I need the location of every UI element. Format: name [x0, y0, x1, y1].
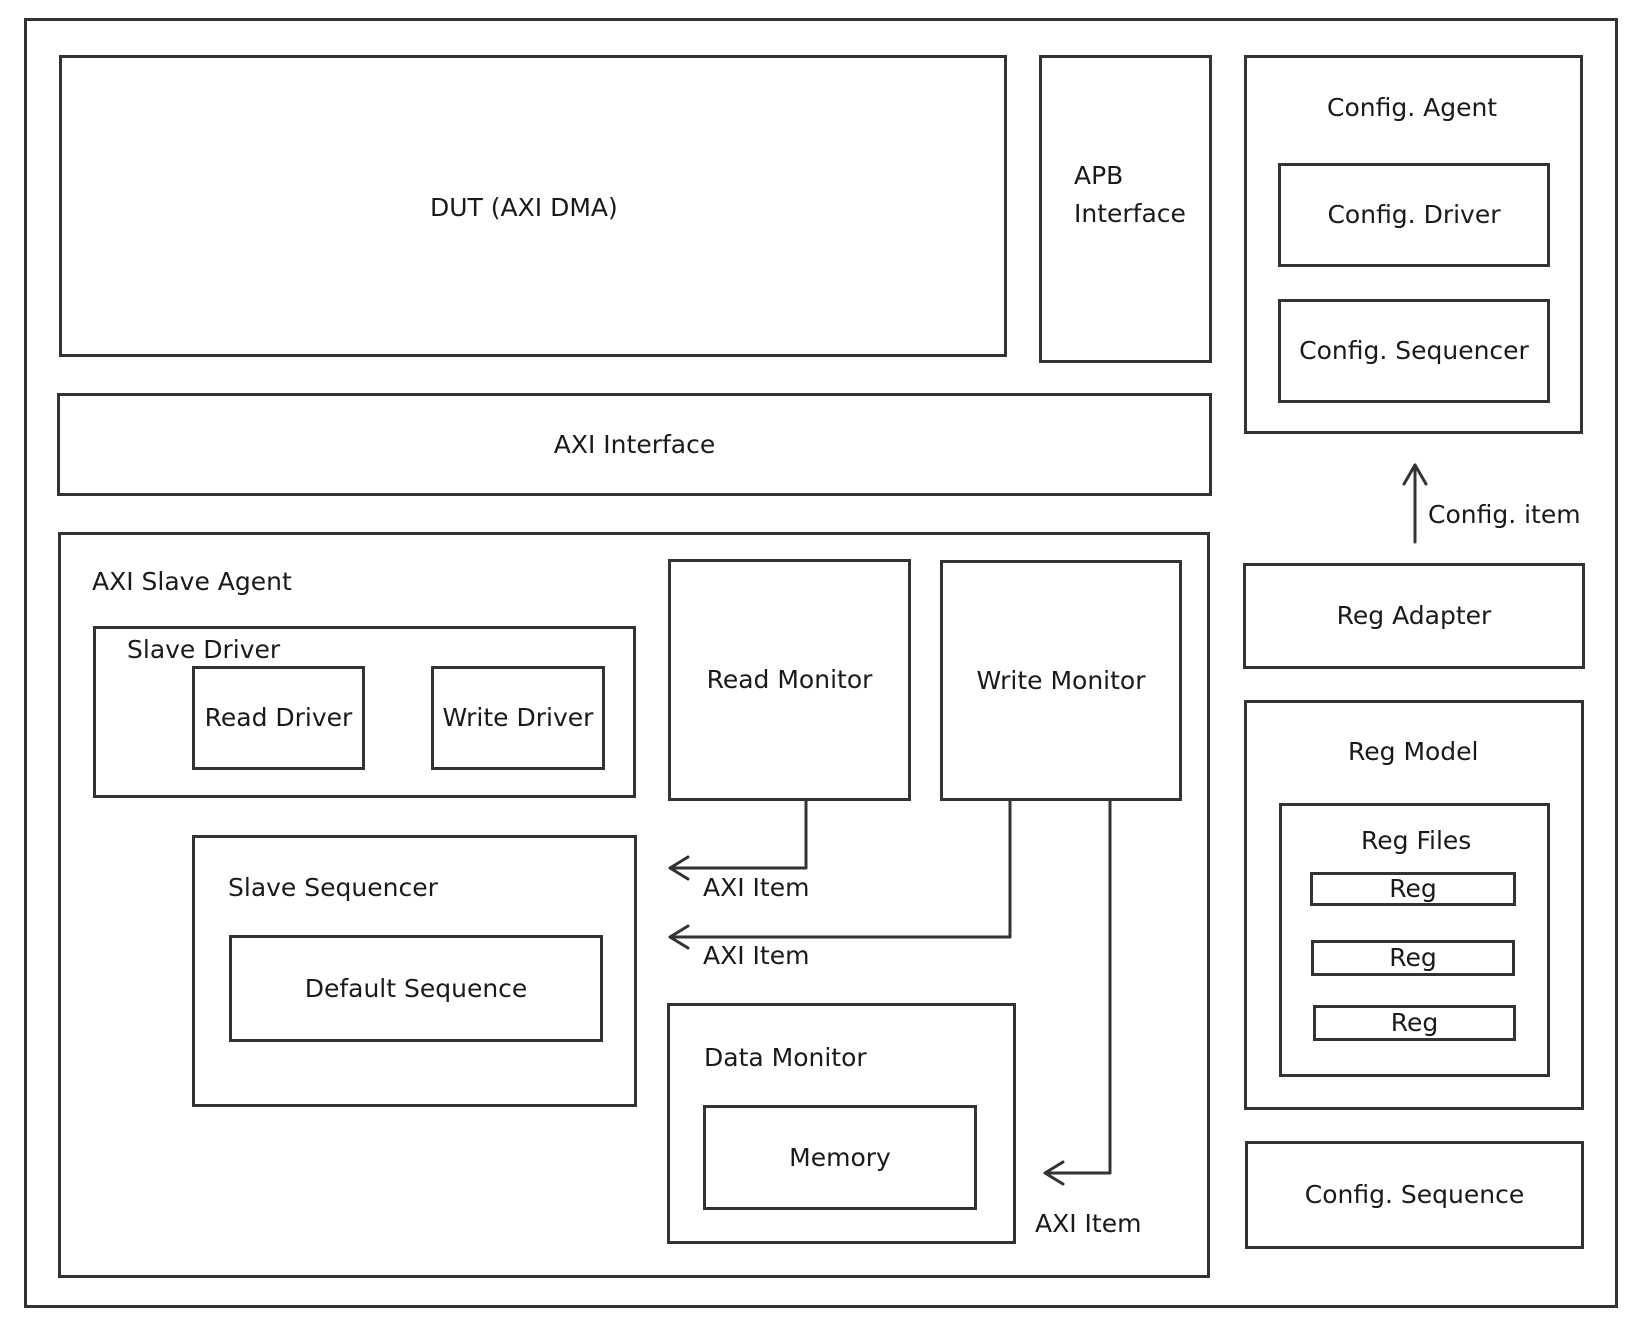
testbench-frame — [24, 18, 1618, 1308]
axi-interface-block: AXI Interface — [57, 393, 1212, 496]
slave-driver-block — [93, 626, 636, 798]
config-sequence-label: Config. Sequence — [1304, 1180, 1525, 1209]
config-driver-label: Config. Driver — [1327, 200, 1501, 229]
data-monitor-label: Data Monitor — [704, 1043, 867, 1072]
read-monitor-block: Read Monitor — [668, 559, 911, 801]
reg-files-label: Reg Files — [1361, 826, 1472, 855]
reg-label: Reg — [1389, 874, 1437, 903]
axi-slave-agent-block — [58, 532, 1210, 1278]
reg-model-label: Reg Model — [1348, 737, 1479, 766]
default-sequence-block: Default Sequence — [229, 935, 603, 1042]
config-sequencer-block: Config. Sequencer — [1278, 299, 1550, 403]
read-monitor-label: Read Monitor — [706, 665, 873, 694]
axi-slave-agent-label: AXI Slave Agent — [92, 567, 292, 596]
reg-files-block — [1279, 803, 1550, 1077]
write-monitor-block: Write Monitor — [940, 560, 1182, 801]
reg-adapter-label: Reg Adapter — [1336, 601, 1492, 630]
reg-row: Reg — [1313, 1005, 1516, 1041]
axi-item-label: AXI Item — [1035, 1209, 1142, 1238]
write-monitor-label: Write Monitor — [976, 665, 1146, 695]
read-driver-block: Read Driver — [192, 666, 365, 770]
config-sequencer-label: Config. Sequencer — [1299, 336, 1529, 365]
config-agent-block — [1244, 55, 1583, 434]
config-sequence-block: Config. Sequence — [1245, 1141, 1584, 1249]
config-item-label: Config. item — [1428, 500, 1581, 529]
memory-label: Memory — [789, 1142, 891, 1172]
memory-block: Memory — [703, 1105, 977, 1210]
reg-adapter-block: Reg Adapter — [1243, 563, 1585, 669]
slave-driver-label: Slave Driver — [127, 635, 281, 664]
reg-row: Reg — [1310, 872, 1516, 906]
default-sequence-label: Default Sequence — [304, 973, 528, 1003]
reg-row: Reg — [1311, 940, 1515, 976]
axi-interface-label: AXI Interface — [553, 429, 716, 459]
apb-interface-block — [1039, 55, 1212, 363]
reg-label: Reg — [1389, 943, 1437, 972]
config-agent-label: Config. Agent — [1327, 93, 1498, 122]
slave-sequencer-label: Slave Sequencer — [228, 873, 438, 902]
axi-item-label: AXI Item — [703, 873, 810, 902]
write-driver-label: Write Driver — [442, 703, 594, 732]
reg-label: Reg — [1390, 1008, 1439, 1037]
apb-interface-label-line1: APB — [1074, 161, 1124, 190]
axi-item-label: AXI Item — [703, 941, 810, 970]
write-driver-block: Write Driver — [431, 666, 605, 770]
reg-model-block — [1244, 700, 1584, 1110]
slave-sequencer-block — [192, 835, 637, 1107]
dut-label: DUT (AXI DMA) — [430, 193, 618, 222]
dut-block — [59, 55, 1007, 357]
data-monitor-block — [667, 1003, 1016, 1244]
apb-interface-label-line2: Interface — [1074, 199, 1186, 228]
config-driver-block: Config. Driver — [1278, 163, 1550, 267]
read-driver-label: Read Driver — [204, 703, 353, 732]
